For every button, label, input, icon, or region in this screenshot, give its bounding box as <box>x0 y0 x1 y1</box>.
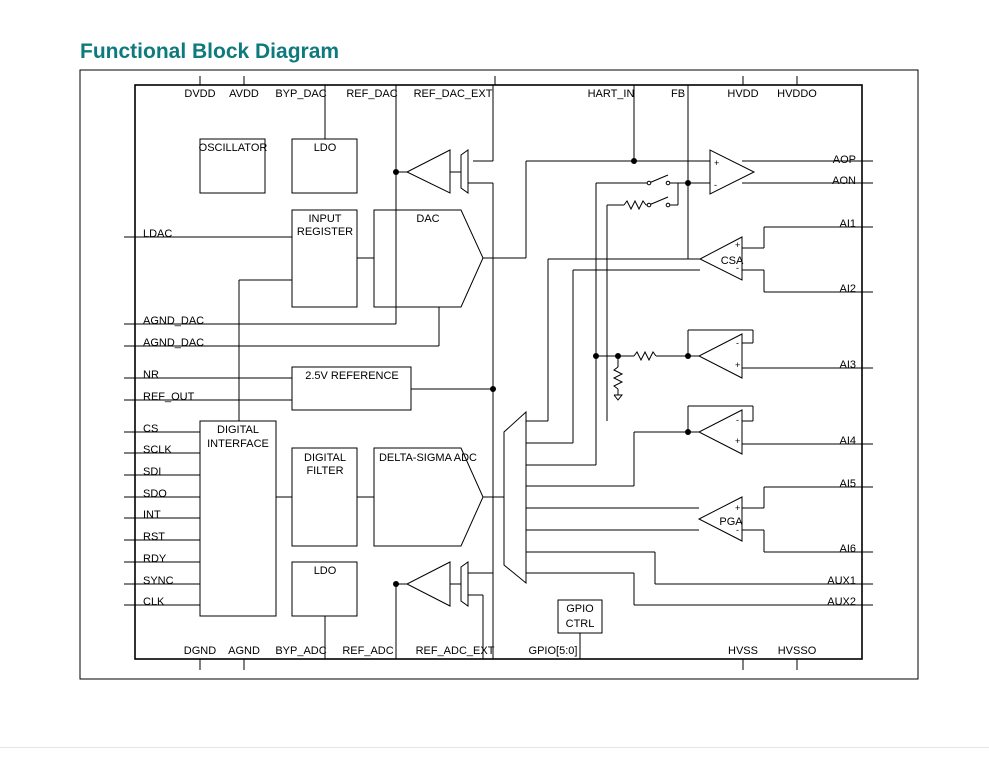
pin-ref-dac-ext: REF_DAC_EXT <box>414 88 493 100</box>
ai3-buffer-amp <box>697 333 743 379</box>
oscillator-block <box>199 138 266 194</box>
pin-hvdd: HVDD <box>727 88 758 100</box>
pin-agnd-dac-2: AGND_DAC <box>143 337 204 349</box>
pin-int: INT <box>143 509 161 521</box>
digital-filter-label-2: FILTER <box>306 465 343 477</box>
input-register-label-1: INPUT <box>309 213 342 225</box>
pin-dgnd: DGND <box>184 645 216 657</box>
driver-plus-sign: + <box>714 158 719 168</box>
pin-byp-adc: BYP_ADC <box>275 645 326 657</box>
digital-interface-block <box>199 420 277 617</box>
gpio-ctrl-label-1: GPIO <box>566 603 594 615</box>
pin-byp-dac: BYP_DAC <box>275 88 326 100</box>
adc-block <box>373 447 484 547</box>
ai4-minus-sign: - <box>736 415 739 425</box>
pin-ai2: AI2 <box>839 283 856 295</box>
digital-filter-block <box>291 447 358 547</box>
pin-hvsso: HVSSO <box>778 645 817 657</box>
csa-amp <box>698 236 743 281</box>
mux-block <box>503 410 527 585</box>
pin-rdy: RDY <box>143 553 167 565</box>
pga-amp <box>697 496 743 542</box>
pin-rst: RST <box>143 531 165 543</box>
pin-aop: AOP <box>833 154 856 166</box>
pin-aon: AON <box>832 175 856 187</box>
csa-label: CSA <box>721 255 744 267</box>
dac-label: DAC <box>416 213 439 225</box>
pin-aux2: AUX2 <box>827 596 856 608</box>
gpio-ctrl-block <box>557 599 603 634</box>
ldo-adc-label: LDO <box>314 565 337 577</box>
pin-gpio: GPIO[5:0] <box>529 645 578 657</box>
pin-clk: CLK <box>143 596 165 608</box>
pin-sdo: SDO <box>143 488 167 500</box>
input-register-label-2: REGISTER <box>297 226 353 238</box>
pin-ai6: AI6 <box>839 543 856 555</box>
gpio-ctrl-label-2: CTRL <box>566 618 595 630</box>
ldo-dac-label: LDO <box>314 142 337 154</box>
dac-block <box>373 209 484 308</box>
ai4-buffer-amp <box>697 409 743 455</box>
pin-agnd: AGND <box>228 645 260 657</box>
output-driver-amp <box>709 149 756 195</box>
pin-hart-in: HART_IN <box>588 88 635 100</box>
pin-hvddo: HVDDO <box>777 88 817 100</box>
ldo-dac-block <box>291 138 358 194</box>
pin-ref-out: REF_OUT <box>143 391 195 403</box>
csa-minus-sign: - <box>736 263 739 273</box>
input-register-block <box>291 209 358 308</box>
pga-plus-sign: + <box>735 503 740 513</box>
csa-plus-sign: + <box>735 240 740 250</box>
pin-aux1: AUX1 <box>827 575 856 587</box>
pin-sclk: SCLK <box>143 444 172 456</box>
ai3-plus-sign: + <box>735 360 740 370</box>
pin-ref-adc-ext: REF_ADC_EXT <box>416 645 495 657</box>
pin-ldac: LDAC <box>143 228 172 240</box>
reference-block <box>291 366 412 411</box>
pin-dvdd: DVDD <box>184 88 215 100</box>
pga-label: PGA <box>719 516 743 528</box>
pin-ai4: AI4 <box>839 435 856 447</box>
adc-label: DELTA-SIGMA ADC <box>379 452 477 464</box>
pin-agnd-dac-1: AGND_DAC <box>143 315 204 327</box>
pin-sync: SYNC <box>143 575 174 587</box>
pin-hvss: HVSS <box>728 645 758 657</box>
pin-cs: CS <box>143 423 158 435</box>
pin-ref-dac: REF_DAC <box>346 88 397 100</box>
oscillator-label: OSCILLATOR <box>199 142 268 154</box>
ai3-minus-sign: - <box>736 338 739 348</box>
pin-ai1: AI1 <box>839 218 856 230</box>
outer-frame <box>79 69 919 680</box>
pin-avdd: AVDD <box>229 88 259 100</box>
digital-interface-label-2: INTERFACE <box>207 438 269 450</box>
pin-fb: FB <box>671 88 685 100</box>
footer-divider <box>0 747 989 748</box>
pin-nr: NR <box>143 369 159 381</box>
pga-minus-sign: - <box>736 525 739 535</box>
pin-ai5: AI5 <box>839 478 856 490</box>
digital-interface-label-1: DIGITAL <box>217 424 259 436</box>
page-title: Functional Block Diagram <box>80 40 340 63</box>
digital-filter-label-1: DIGITAL <box>304 452 346 464</box>
driver-minus-sign: - <box>714 180 717 190</box>
chip-outline <box>134 84 863 660</box>
pin-sdi: SDI <box>143 466 161 478</box>
pin-ref-adc: REF_ADC <box>342 645 393 657</box>
reference-label: 2.5V REFERENCE <box>305 370 399 382</box>
ai4-plus-sign: + <box>735 436 740 446</box>
pin-ai3: AI3 <box>839 359 856 371</box>
